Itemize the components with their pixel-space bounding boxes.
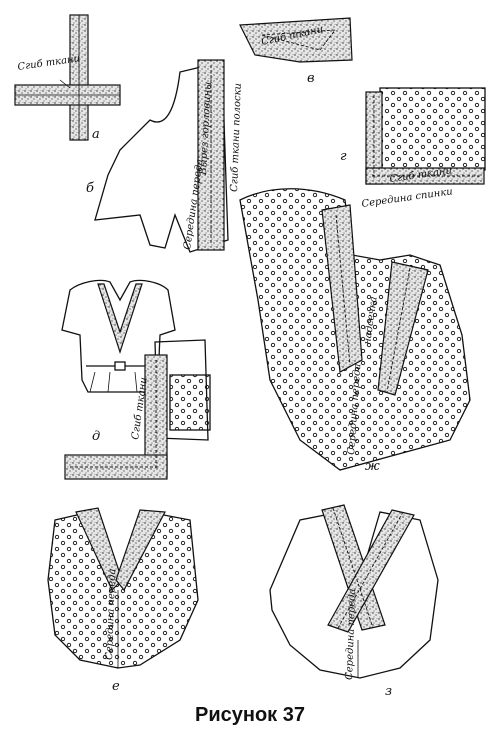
panel-a: Сгиб ткани а (14, 14, 121, 142)
panel-letter-zh: ж (365, 459, 380, 474)
panel-letter-d: д (92, 429, 100, 444)
label-fold-strip: Сгиб ткани полоски (229, 83, 244, 192)
back-piece (379, 87, 486, 171)
label-back-g: Середина спинки (361, 186, 454, 210)
panel-v: Сгиб ткани в (239, 17, 353, 86)
label-front-e: Середина переда (104, 568, 118, 660)
bodice-e (47, 511, 199, 669)
strip-right-z (327, 509, 415, 633)
panel-b: Вырез горловины Середина переда Сгиб тка… (86, 59, 244, 253)
strip-right-e (115, 509, 166, 592)
panel-z: Середина переда з (269, 504, 439, 699)
panel-letter-v: в (307, 71, 315, 86)
panel-zh: надсечка Середина переда ж (239, 188, 471, 474)
folded-corner (239, 17, 353, 63)
panel-letter-e: е (112, 679, 120, 694)
panel-letter-g: г (340, 149, 347, 164)
strip-right-zh (377, 261, 429, 396)
strip-left-zh (321, 204, 363, 373)
pattern-piece (94, 61, 229, 253)
panel-g: Сгиб ткани Середина спинки г (340, 87, 486, 210)
panel-d: Сгиб ткани д (61, 279, 211, 480)
sample-square (169, 374, 211, 431)
label-neck: Вырез горловины (198, 81, 214, 176)
figure-caption: Рисунок 37 (195, 704, 305, 726)
panel-e: Середина переда е (47, 507, 199, 694)
panel-letter-b: б (86, 181, 94, 196)
panel-letter-a: а (92, 127, 100, 142)
panel-letter-z: з (385, 684, 392, 699)
label-front-z: Середина переда (344, 588, 358, 680)
